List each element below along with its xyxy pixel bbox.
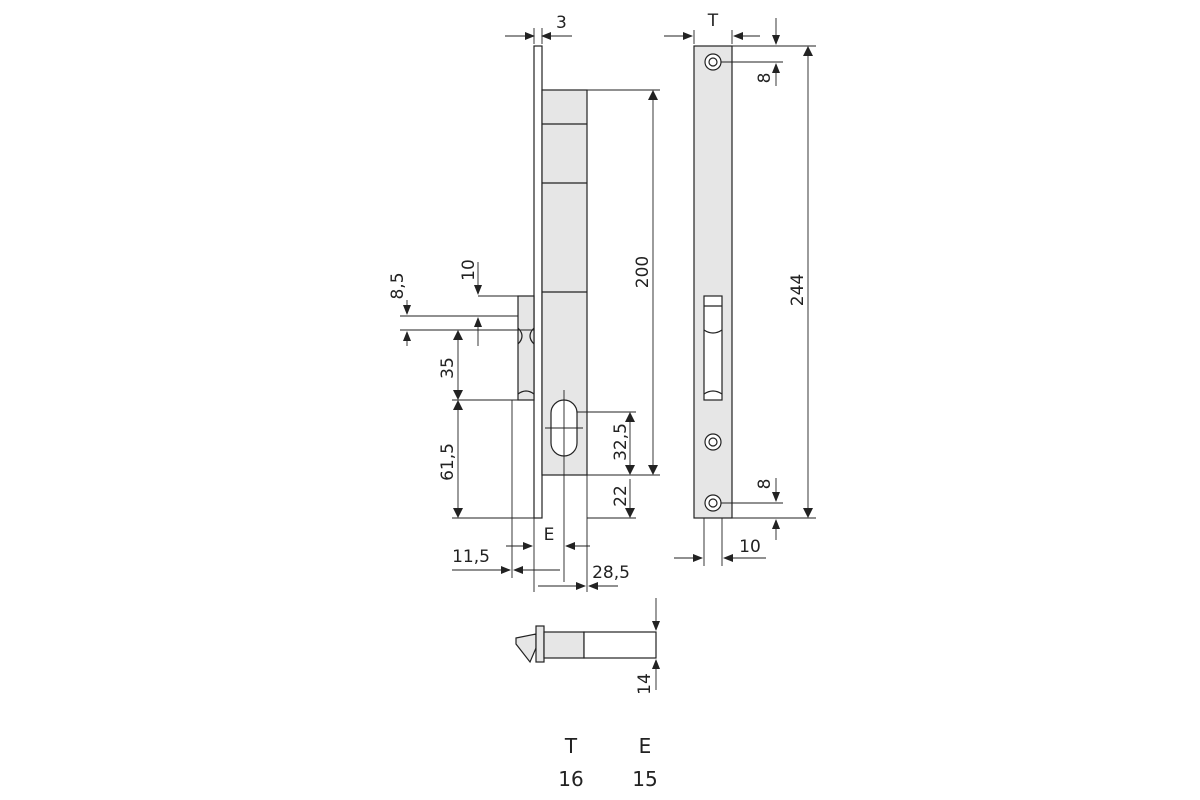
dim-center-to-base: 61,5 xyxy=(438,443,458,481)
dim-bolt-to-center: 35 xyxy=(438,357,458,379)
bolt-detail-view: 14 xyxy=(515,598,660,695)
dim-upper-bolt-offset: 10 xyxy=(459,259,479,281)
dim-bolt-height: 8,5 xyxy=(388,272,408,299)
bottom-screw-hole xyxy=(704,494,722,512)
dim-hole-to-base: 22 xyxy=(611,485,631,507)
front-bolt-slot xyxy=(703,295,723,401)
latch-tip xyxy=(515,633,537,664)
dim-overall-height: 244 xyxy=(788,274,808,306)
front-view: T 8 244 8 10 xyxy=(664,11,816,566)
bolt-tail xyxy=(583,631,657,659)
dim-backset: E xyxy=(544,525,555,545)
top-screw-hole xyxy=(704,53,722,71)
side-faceplate xyxy=(533,45,543,519)
side-latch-bolt xyxy=(517,295,535,401)
dim-bolt-width: 14 xyxy=(635,673,655,695)
side-view: 3 200 32,5 22 10 8,5 xyxy=(388,13,660,592)
middle-screw-hole xyxy=(704,433,722,451)
spec-header-e: E xyxy=(639,734,652,758)
dim-front-offset: 11,5 xyxy=(452,547,490,567)
bolt-shaft xyxy=(543,631,585,659)
dim-case-height: 200 xyxy=(633,256,653,288)
dim-top-screw-offset: 8 xyxy=(755,73,775,84)
dim-cylinder-hole: 32,5 xyxy=(611,423,631,461)
spec-value-t: 16 xyxy=(558,767,583,791)
dim-case-depth: 28,5 xyxy=(592,563,630,583)
dim-faceplate-thickness: 3 xyxy=(556,13,567,33)
dim-screw-axis-offset: 10 xyxy=(739,537,761,557)
spec-value-e: 15 xyxy=(632,767,657,791)
dim-faceplate-width: T xyxy=(707,11,719,31)
spec-header-t: T xyxy=(564,734,578,758)
dim-bottom-screw-offset: 8 xyxy=(755,479,775,490)
bolt-flange xyxy=(535,625,545,663)
spec-table: T E 16 15 xyxy=(558,734,657,791)
